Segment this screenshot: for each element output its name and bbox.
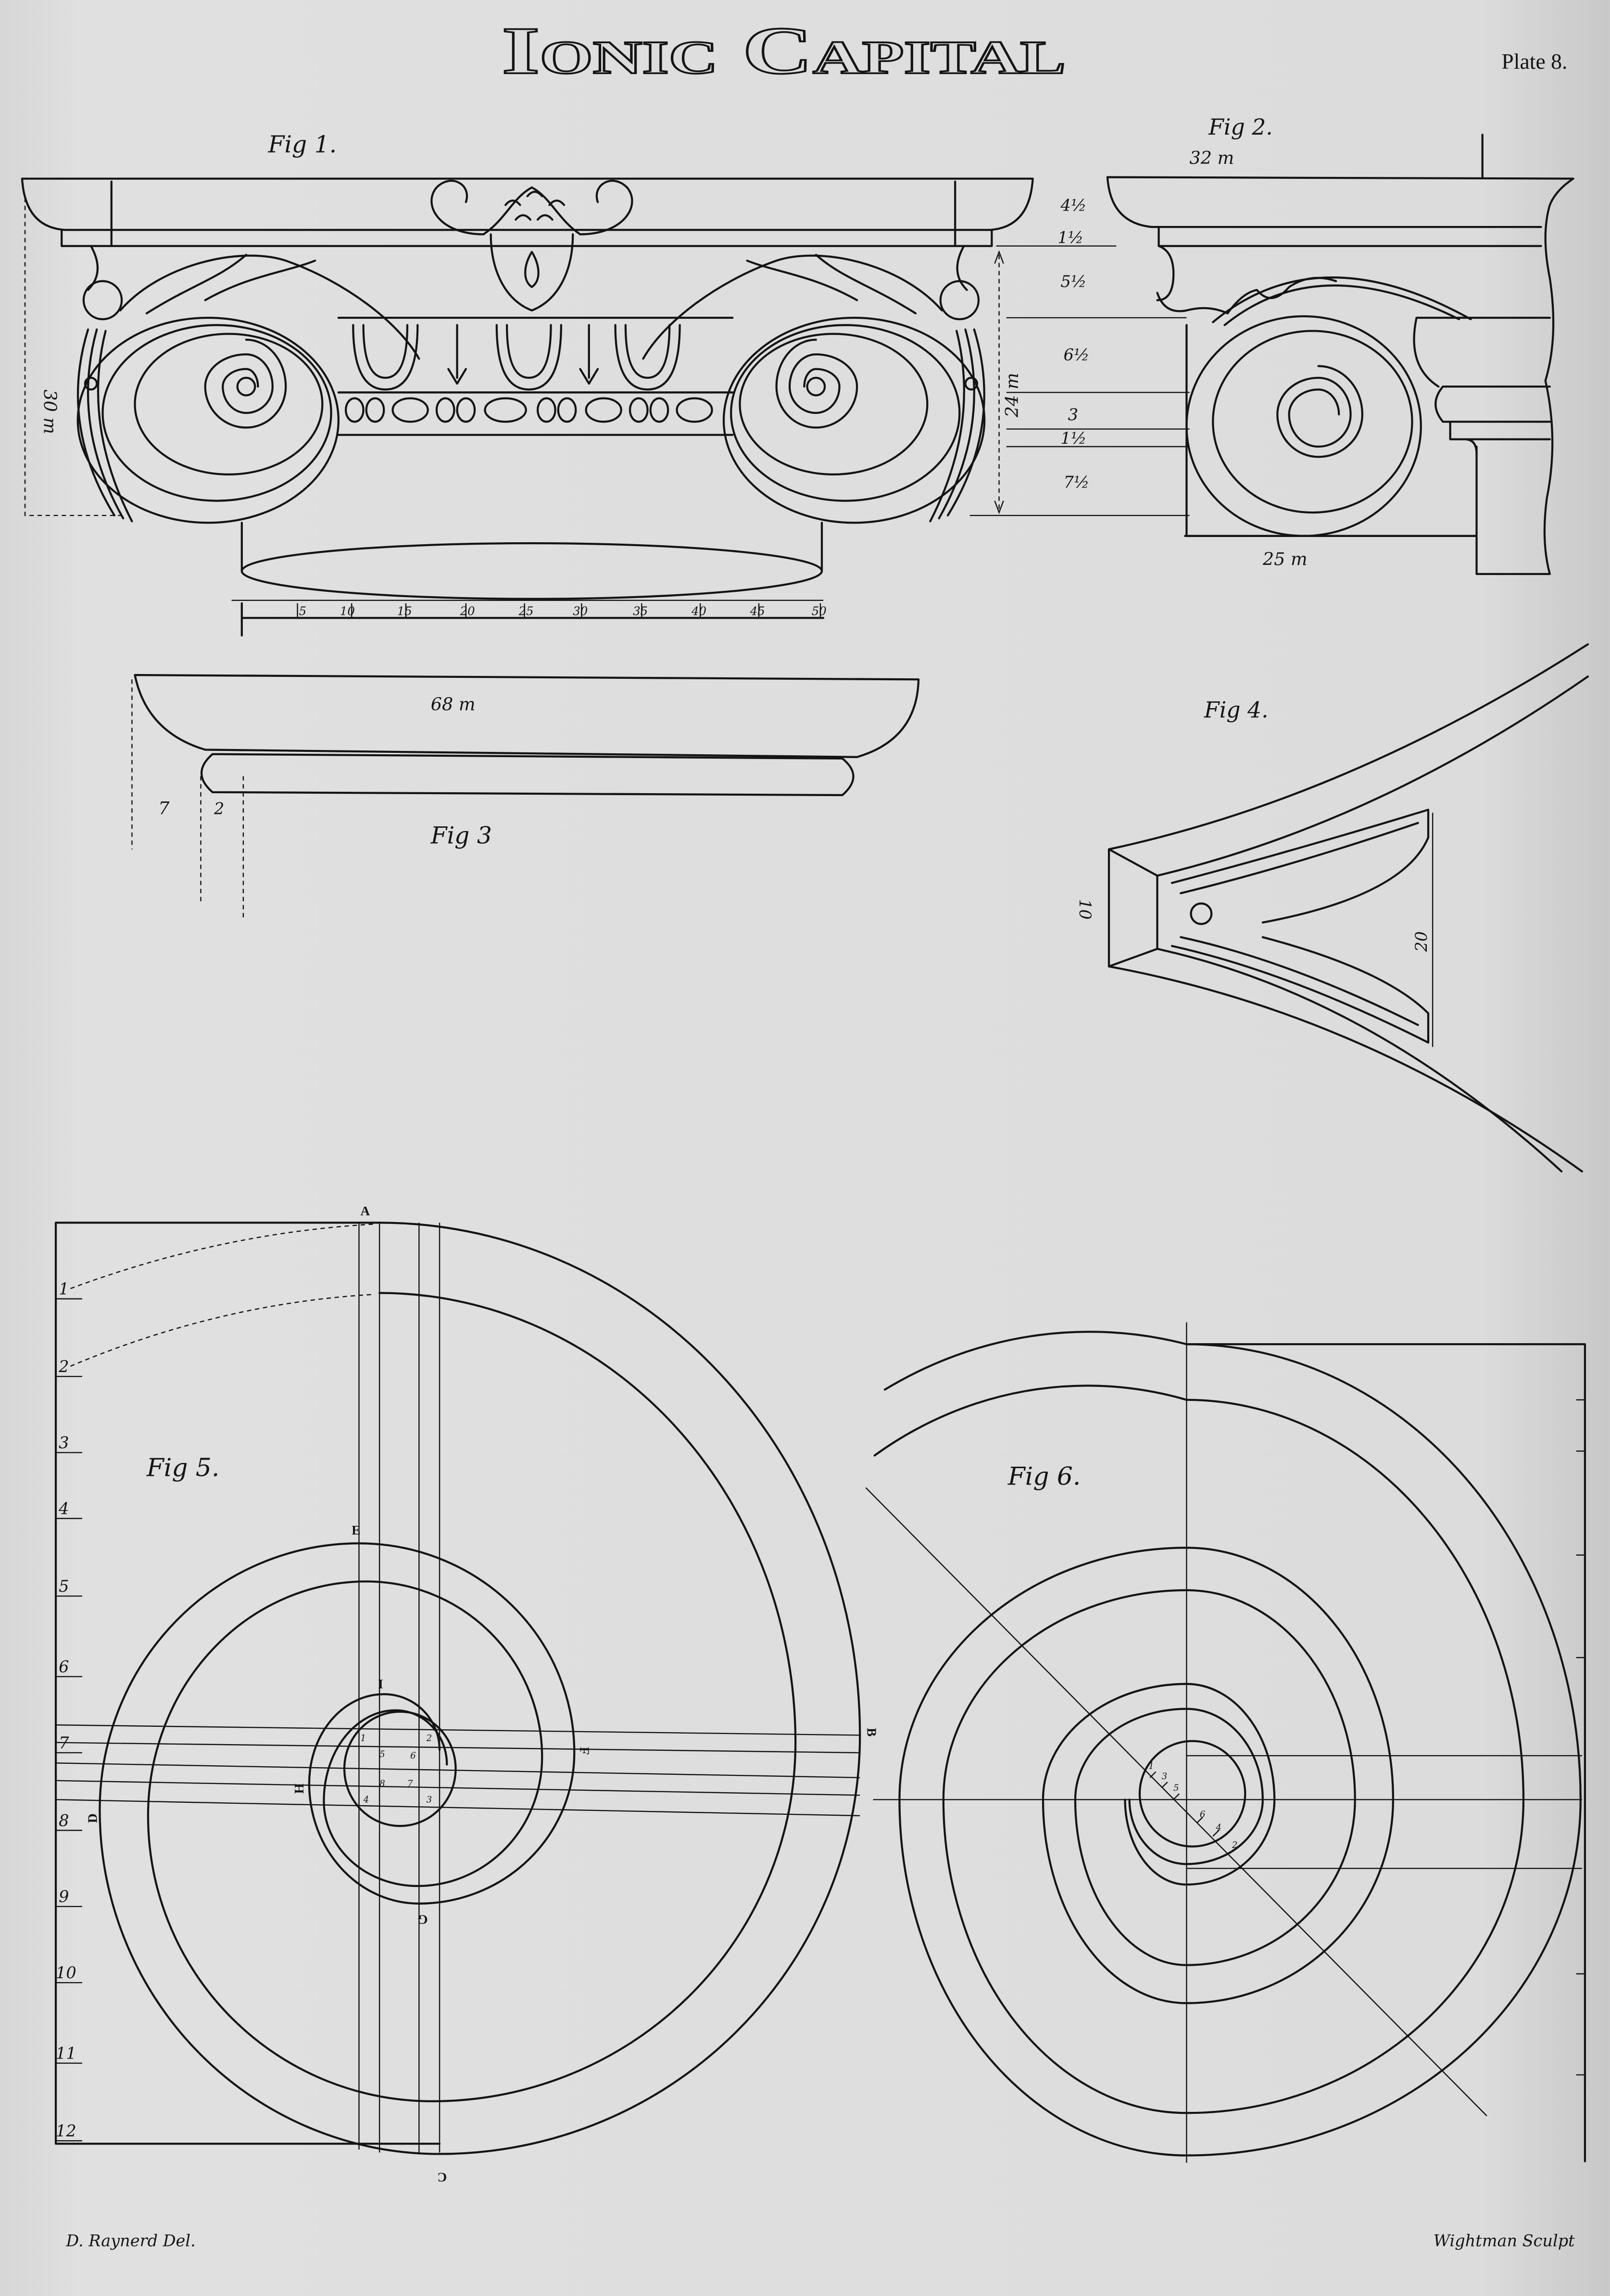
fig2-top-width: 32 m (1190, 148, 1234, 168)
center-number: 2 (1232, 1840, 1238, 1850)
center-number: 7 (407, 1779, 413, 1789)
scale-tick-label: 25 (518, 604, 534, 618)
fig1-height-dimension-line (24, 198, 125, 516)
point-label-d: D (85, 1813, 100, 1823)
fig5-inner-spiral (147, 1292, 797, 2103)
fig4-abacus-plan: Fig 4. 10 20 (1076, 643, 1589, 1173)
scale-tick-label: 40 (691, 604, 706, 618)
fig3-projection-label: 2 (214, 799, 224, 818)
center-number: 6 (1200, 1809, 1206, 1820)
fig5-volute-eye (343, 1710, 457, 1827)
center-number: 4 (363, 1795, 369, 1805)
fig5-label: Fig 5. (146, 1453, 219, 1482)
ruler-label: 8 (59, 1811, 69, 1830)
fig1-label: Fig 1. (268, 131, 337, 158)
fig5-outer-spiral (99, 1222, 861, 2155)
fig3-label: Fig 3 (430, 822, 492, 849)
fig6-outer-spiral (883, 1331, 1582, 2157)
point-label-c: C (437, 2170, 447, 2184)
scale-tick-label: 45 (750, 604, 765, 618)
fig4-label: Fig 4. (1204, 697, 1269, 723)
dimension-label: 1½ (1061, 429, 1087, 448)
point-label-h: H (292, 1784, 306, 1794)
fig1-palmette (430, 179, 633, 312)
ruler-label: 3 (59, 1433, 69, 1452)
fig2-capital-side: Fig 2. 32 m 25 m (1106, 114, 1574, 575)
scale-tick-label: 10 (340, 604, 355, 618)
ruler-label: 4 (58, 1499, 69, 1518)
dimension-label: 1½ (1057, 228, 1083, 247)
dimension-label: 5½ (1061, 272, 1087, 291)
ruler-label: 9 (59, 1887, 69, 1906)
scale-tick-label: 15 (397, 604, 412, 618)
point-label-g: G (417, 1912, 428, 1927)
fig1-scale: 5 10 15 20 25 30 35 40 45 50 (231, 599, 827, 637)
scale-tick-label: 50 (812, 604, 827, 618)
fig5-volute-construction: Fig 5. 1 2 3 4 5 6 7 8 9 10 11 12 (54, 1204, 879, 2184)
scale-tick-label: 5 (299, 604, 307, 618)
center-number: 3 (1162, 1772, 1168, 1782)
fig4-dimension-label: 10 (1076, 899, 1094, 920)
dimension-label: 4½ (1060, 196, 1087, 215)
fig3-abacus-section: 68 m 7 2 Fig 3 (131, 674, 920, 918)
center-number: 5 (1173, 1783, 1179, 1793)
fig2-label: Fig 2. (1208, 114, 1273, 140)
ruler-label: 12 (56, 2121, 76, 2140)
dimension-label: 7½ (1064, 473, 1090, 491)
point-label-f: F (577, 1747, 591, 1755)
scale-tick-label: 30 (573, 604, 588, 618)
plate-number: Plate 8. (1501, 49, 1567, 74)
fig1-column-top (240, 522, 823, 600)
center-number: 4 (1215, 1822, 1221, 1833)
fig6-inner-spiral (873, 1385, 1525, 2114)
ruler-label: 11 (56, 2044, 76, 2063)
scale-tick-label: 35 (633, 604, 648, 618)
fig1-total-height-label: 24 m (1002, 373, 1022, 418)
ruler-label: 5 (59, 1577, 69, 1596)
fig6-label: Fig 6. (1007, 1462, 1081, 1491)
point-label-i: I (378, 1677, 383, 1691)
point-label-b: B (864, 1728, 879, 1736)
scale-tick-label: 20 (460, 604, 475, 618)
ruler-label: 6 (59, 1657, 69, 1676)
ruler-label: 1 (59, 1280, 69, 1298)
draftsman-credit: D. Raynerd Del. (65, 2231, 195, 2250)
center-number: 1 (1148, 1761, 1154, 1771)
dimension-label: 3 (1068, 405, 1078, 424)
center-number: 5 (379, 1749, 385, 1759)
fig3-width: 68 m (431, 694, 476, 714)
fig5-ruler: 1 2 3 4 5 6 7 8 9 10 11 12 (56, 1280, 82, 2142)
fig1-height-label: 30 m (40, 389, 61, 434)
ruler-label: 10 (56, 1963, 76, 1982)
fig2-bottom-width: 25 m (1262, 549, 1308, 570)
center-number: 8 (379, 1779, 385, 1789)
fig1-dimension-column: 24 m 4½ 1½ 5½ 6½ 3 1½ 7½ (969, 196, 1190, 516)
ruler-label: 2 (58, 1357, 69, 1376)
fig4-dimension-label: 20 (1412, 931, 1431, 952)
fig1-bead-row (344, 397, 713, 423)
point-label-a: A (361, 1204, 370, 1218)
point-label-e: E (352, 1523, 360, 1537)
ruler-label: 7 (59, 1734, 69, 1752)
center-number: 6 (410, 1751, 416, 1761)
dimension-label: 6½ (1064, 345, 1090, 364)
fig6-volute-construction: Fig 6. 1 3 5 6 4 2 (865, 1322, 1586, 2163)
fig1-echinus (337, 316, 734, 436)
fig6-volute-eye (1138, 1740, 1246, 1848)
center-number: 1 (361, 1734, 366, 1744)
fig3-projection-label: 7 (158, 798, 170, 819)
plate-title: Ionic Capital (502, 13, 1066, 88)
engraver-credit: Wightman Sculpt (1434, 2231, 1575, 2250)
center-number: 3 (427, 1795, 432, 1805)
fig1-left-half-ornament (76, 253, 420, 524)
fig1-capital-elevation: Fig 1. (21, 131, 1190, 637)
center-number: 2 (426, 1734, 432, 1744)
